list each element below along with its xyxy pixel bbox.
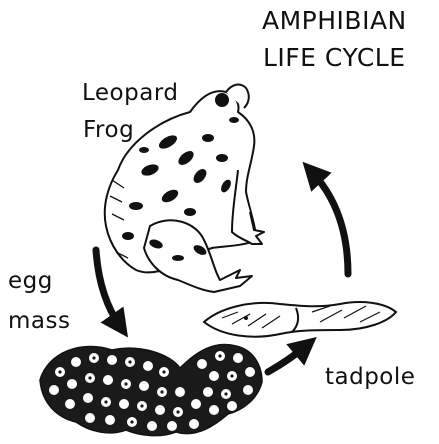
arrow-frog-to-eggs bbox=[96, 250, 120, 326]
tadpole-illustration bbox=[204, 302, 396, 337]
egg-mass-label-line2: mass bbox=[8, 308, 70, 334]
diagram-title-line2: LIFE CYCLE bbox=[263, 43, 406, 72]
arrow-eggs-to-tadpole bbox=[268, 346, 306, 372]
tadpole-label: tadpole bbox=[325, 364, 415, 390]
arrow-tadpole-to-frog bbox=[312, 172, 348, 274]
frog-label-line1: Leopard bbox=[82, 80, 178, 106]
egg-mass-label-line1: egg bbox=[8, 268, 53, 294]
egg-mass-illustration bbox=[40, 344, 262, 435]
frog-illustration bbox=[105, 85, 264, 292]
diagram-title-line1: AMPHIBIAN bbox=[262, 6, 407, 35]
frog-label-line2: Frog bbox=[83, 117, 134, 143]
